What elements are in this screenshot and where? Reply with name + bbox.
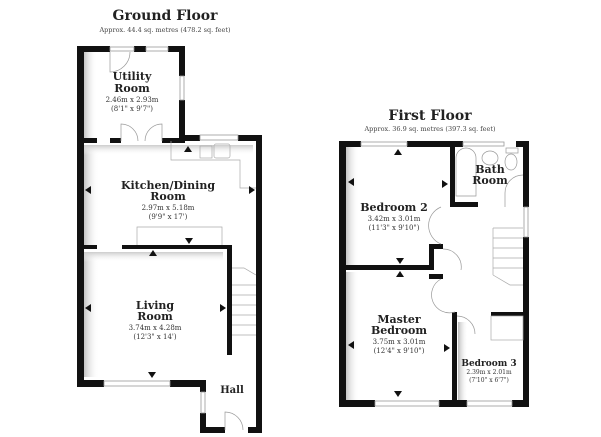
master-bedroom-label-2: Bedroom <box>371 324 427 337</box>
bedroom-2-label: Bedroom 2 <box>360 201 428 214</box>
living-room-label-2: Room <box>137 310 173 323</box>
bedroom-3-metric: 2.39m x 2.01m <box>466 369 512 376</box>
kitchen-label: Kitchen/Dining <box>121 179 215 192</box>
ground-floor-area: Approx. 44.4 sq. metres (478.2 sq. feet) <box>99 26 231 34</box>
ground-floor-title: Ground Floor <box>112 8 218 24</box>
kitchen-imperial: (9'9" x 17') <box>149 213 188 221</box>
bedroom-3-label: Bedroom 3 <box>461 359 516 369</box>
bedroom-2-metric: 3.42m x 3.01m <box>368 215 421 223</box>
bathroom-label-2: Room <box>472 174 508 187</box>
first-floor-title: First Floor <box>388 108 472 124</box>
utility-room-label: Utility <box>113 70 152 83</box>
hall-label: Hall <box>220 385 244 396</box>
utility-room-imperial: (8'1" x 9'7") <box>111 105 153 113</box>
bedroom-3-imperial: (7'10" x 6'7") <box>469 377 509 384</box>
master-bedroom-imperial: (12'4" x 9'10") <box>374 347 425 355</box>
first-floor-plan: Bath Room Bedroom 2 3.42m x 3.01m (11'3"… <box>339 141 529 407</box>
living-room-metric: 3.74m x 4.28m <box>129 324 182 332</box>
utility-room-label-2: Room <box>114 82 150 95</box>
ground-floor-plan: Utility Room 2.46m x 2.93m (8'1" x 9'7")… <box>77 46 262 433</box>
master-bedroom-label: Master <box>377 313 421 326</box>
living-room-imperial: (12'3" x 14') <box>133 333 176 341</box>
bathroom-label: Bath <box>475 163 505 176</box>
kitchen-metric: 2.97m x 5.18m <box>142 204 195 212</box>
first-floor-area: Approx. 36.9 sq. metres (397.3 sq. feet) <box>364 125 496 133</box>
utility-room-metric: 2.46m x 2.93m <box>106 96 159 104</box>
living-room-label: Living <box>136 299 174 312</box>
kitchen-label-2: Room <box>150 190 186 203</box>
master-bedroom-metric: 3.75m x 3.01m <box>373 338 426 346</box>
bedroom-2-imperial: (11'3" x 9'10") <box>369 224 420 232</box>
